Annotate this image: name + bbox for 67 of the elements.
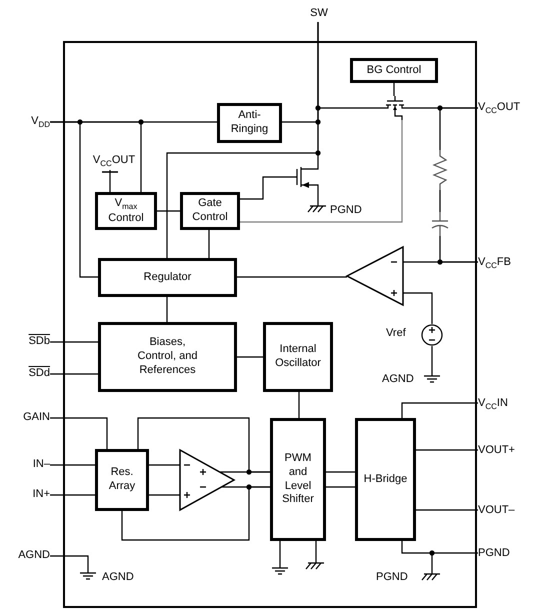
wire <box>393 83 395 96</box>
wire <box>157 210 180 212</box>
pin-label: IN+ <box>14 487 50 503</box>
function-block: H-Bridge <box>355 418 416 541</box>
function-block: PWM and Level Shifter <box>270 418 326 541</box>
voltage-source-symbol <box>421 324 443 346</box>
function-block: BG Control <box>350 58 438 83</box>
pin-label: SDb <box>14 334 50 350</box>
function-block: Anti-Ringing <box>217 103 282 143</box>
pin-label: V$_{CC}$OUT <box>478 99 540 117</box>
pin-label: PGND <box>478 545 528 563</box>
pin-label: AGND <box>2 548 50 564</box>
pin-label: VOUT+ <box>478 442 538 460</box>
source-label: Vref <box>386 327 406 339</box>
pin-label: V$_{CC}$FB <box>478 254 540 272</box>
wire <box>416 449 478 451</box>
function-block: Gate Control <box>180 192 240 230</box>
wire <box>121 486 270 541</box>
function-block: Internal Oscillator <box>263 322 333 392</box>
ground-label: PGND <box>330 204 362 216</box>
amplifier-symbol <box>180 450 234 510</box>
wire <box>298 392 300 418</box>
pin-label: VOUT– <box>478 502 538 520</box>
wire <box>240 120 403 223</box>
pin-label: V$_{DD}$ <box>14 113 50 131</box>
function-block: Regulator <box>98 258 237 297</box>
wire <box>416 509 478 511</box>
wire <box>326 486 355 488</box>
amplifier-symbol <box>347 247 403 305</box>
wire <box>166 297 168 322</box>
resistor-symbol <box>432 150 448 190</box>
wire <box>50 121 98 278</box>
wire <box>50 341 98 343</box>
pin-label: SDd <box>14 366 50 382</box>
wire <box>403 292 433 324</box>
ground-label: AGND <box>102 571 134 583</box>
function-block: Res. Array <box>95 449 149 511</box>
pin-label: IN– <box>14 457 50 473</box>
wire <box>439 190 441 212</box>
wire <box>50 494 95 496</box>
capacitor-symbol <box>430 212 450 236</box>
wire <box>403 261 478 263</box>
wire <box>401 541 478 554</box>
wire <box>50 373 98 375</box>
pin-label: GAIN <box>6 410 50 426</box>
wire <box>237 356 263 358</box>
transistor-symbol <box>382 96 408 120</box>
ground-label: AGND <box>382 373 414 385</box>
wire <box>240 176 292 200</box>
wire <box>149 464 180 466</box>
supply-label: V$_{CC}$OUT <box>84 152 144 170</box>
wire <box>326 471 355 473</box>
wire <box>149 494 180 496</box>
wire <box>208 230 210 258</box>
wire <box>50 417 108 449</box>
function-block: Biases, Control, and References <box>98 322 237 392</box>
pin-label: V$_{CC}$IN <box>478 395 538 413</box>
wire <box>166 22 319 258</box>
wire <box>50 464 95 466</box>
wire <box>137 417 270 473</box>
ground-label: PGND <box>376 571 408 583</box>
wire <box>109 170 111 192</box>
wire <box>439 107 478 150</box>
pin-label: SW <box>305 6 333 22</box>
wire <box>401 402 478 418</box>
wire <box>237 276 347 278</box>
function-block: V$_{max}$ Control <box>95 192 157 230</box>
